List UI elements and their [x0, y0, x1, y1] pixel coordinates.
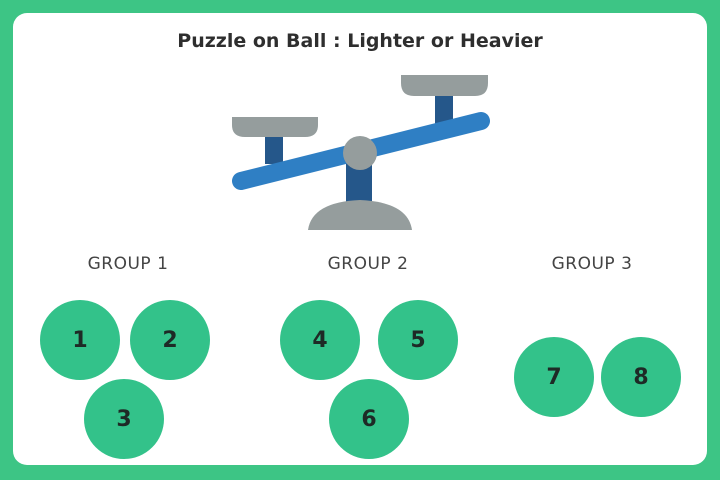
ball-2: 2 [130, 300, 210, 380]
right-pan [401, 75, 488, 96]
ball-1: 1 [40, 300, 120, 380]
right-pan-stem [435, 92, 453, 124]
ball-3: 3 [84, 379, 164, 459]
group-2-label: GROUP 2 [327, 254, 409, 274]
group-3-label: GROUP 3 [551, 254, 633, 274]
ball-4: 4 [280, 300, 360, 380]
left-pan-stem [265, 132, 283, 164]
left-pan [232, 117, 318, 137]
page-title: Puzzle on Ball : Lighter or Heavier [177, 30, 543, 52]
scale-base [308, 200, 412, 230]
ball-6: 6 [329, 379, 409, 459]
ball-8: 8 [601, 337, 681, 417]
ball-5: 5 [378, 300, 458, 380]
ball-7: 7 [514, 337, 594, 417]
scale-pivot [343, 136, 377, 170]
group-1-label: GROUP 1 [87, 254, 169, 274]
